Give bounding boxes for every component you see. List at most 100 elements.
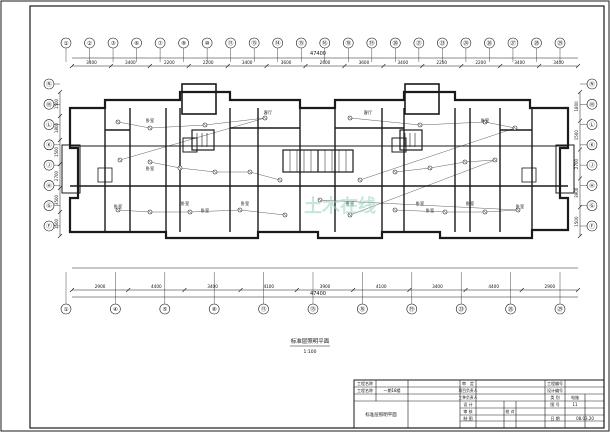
dimension-value: 1500 (574, 216, 579, 227)
room-label: 卧室 (481, 117, 489, 124)
stair-center (282, 149, 354, 173)
axis-bubble-label: Ⓕ (589, 222, 595, 230)
axis-bubble-label: ㉔ (463, 39, 469, 47)
axis-bubble-label: Ⓕ (46, 222, 52, 230)
axis-bubble-label: Ⓝ (46, 80, 52, 88)
axis-bubble-label: Ⓚ (589, 141, 595, 149)
axis-bubble-label: Ⓚ (46, 141, 52, 149)
axis-bubble-label: Ⓖ (46, 202, 52, 210)
axis-bubble-label: Ⓙ (46, 161, 52, 169)
axis-bubble-label: ⑮ (310, 305, 316, 313)
axis-bubble-label: ③ (111, 41, 116, 47)
axis-bubble-label: ⑪ (261, 305, 267, 313)
dimension-value: 1800 (574, 101, 579, 112)
axis-bubble-label: ㉘ (534, 39, 540, 47)
tb-building-value: 一期18楼 (383, 387, 400, 393)
room-label: 卧室 (146, 117, 154, 124)
dimension-value: 3400 (553, 60, 564, 65)
axis-bubble-label: ㉖ (487, 39, 493, 47)
room-label: 卧室 (241, 200, 249, 207)
room-label: 卧室 (146, 165, 154, 172)
stair-left (181, 83, 217, 151)
stair-right (399, 83, 440, 151)
axis-bubble-label: ② (87, 40, 92, 47)
axis-bubble-label: ⑱ (346, 39, 352, 47)
tb-date-value: 08.03.20 (576, 416, 594, 421)
elevator-right (391, 137, 407, 153)
tb-design-label: 设 计 (463, 401, 472, 407)
tb-type-label: 类 别 (550, 394, 559, 400)
dimension-value: 2200 (164, 60, 175, 65)
axis-bubble-label: ㉙ (557, 305, 563, 313)
axis-bubble-label: Ⓛ (589, 121, 595, 129)
title-block (353, 379, 605, 429)
dimension-value: 1500 (54, 98, 59, 109)
balcony-left (61, 144, 81, 194)
axis-bubble-label: ㉓ (440, 39, 446, 47)
tb-project-no-label: 工程编号 (547, 380, 563, 386)
room-label: 卧室 (114, 203, 122, 210)
drawing-title: 标准层照明平面 (291, 337, 330, 345)
tb-project-lead-label: 项目负责人 (459, 388, 478, 393)
axis-bubble-label: ⑲ (409, 305, 415, 313)
dimension-value: 2900 (95, 284, 106, 289)
room-label: 卧室 (346, 200, 354, 207)
dimension-value: 2900 (545, 284, 556, 289)
axis-bubble-label: ⑳ (393, 39, 399, 47)
exterior-wall-outline (68, 90, 570, 240)
room-label: 卧室 (516, 203, 524, 210)
tb-proofread-label: 校 对 (505, 408, 514, 414)
dimension-value: 2200 (475, 60, 486, 65)
floor-plan (61, 83, 575, 240)
axis-bubble-label: ① (64, 307, 69, 313)
dimension-value: 2200 (203, 60, 214, 65)
title-block-text: 工程名称 工程名称 一期18楼 标准层照明平面 审 定 项目负责人 工种负责人 … (357, 380, 594, 421)
tb-drawing-name: 标准层照明平面 (365, 411, 397, 418)
dimension-value: 1500 (54, 218, 59, 229)
dimension-value: 3400 (125, 60, 136, 65)
dimension-value: 3900 (320, 284, 331, 289)
axis-bubble-label: ⑤ (162, 307, 167, 313)
inner-border (29, 5, 605, 429)
tb-draw-label: 制 图 (463, 415, 472, 421)
tb-sheet-no-label: 图 号 (550, 401, 559, 407)
axis-bubble-label: Ⓛ (46, 121, 52, 129)
axis-bubble-label: ⑧ (181, 41, 186, 47)
tb-project-name-label: 工程名称 (357, 380, 373, 386)
top-total-dimension: 47400 (310, 51, 326, 57)
bottom-total-dimension: 47400 (310, 291, 326, 297)
axis-bubble-label: Ⓜ (46, 100, 52, 108)
tb-discipline-lead-label: 工种负责人 (459, 395, 478, 400)
axis-bubble-label: ㉓ (458, 305, 464, 313)
elevator-left (182, 137, 198, 153)
axis-bubble-label: Ⓖ (589, 202, 595, 210)
axis-bubble-label: ⑩ (205, 40, 210, 47)
tb-building-label: 工程名称 (357, 387, 373, 393)
axis-bubble-label: ① (64, 41, 69, 47)
dimension-value: 3400 (398, 60, 409, 65)
axis-bubble-label: ④ (113, 307, 118, 313)
dimension-value: 3400 (432, 284, 443, 289)
room-label: 卧室 (466, 200, 474, 207)
axis-bubble-label: ⑬ (251, 39, 257, 47)
dimension-value: 1500 (54, 146, 59, 157)
dimension-value: 2600 (320, 60, 331, 65)
axis-bubble-label: ⑭ (275, 39, 281, 47)
dimension-value: 1500 (574, 130, 579, 141)
dimension-value: 3400 (86, 60, 97, 65)
tb-check-label: 审 核 (463, 408, 472, 414)
bathtub-right (521, 167, 537, 183)
axis-bubble-label: Ⓗ (589, 181, 595, 189)
axis-bubble-label: Ⓙ (589, 161, 595, 169)
dimension-value: 1800 (54, 122, 59, 133)
axis-bubble-label: ⑪ (228, 39, 234, 47)
dimension-value: 3600 (359, 60, 370, 65)
axis-bubble-label: ⑯ (322, 39, 328, 47)
dimension-value: 3400 (514, 60, 525, 65)
